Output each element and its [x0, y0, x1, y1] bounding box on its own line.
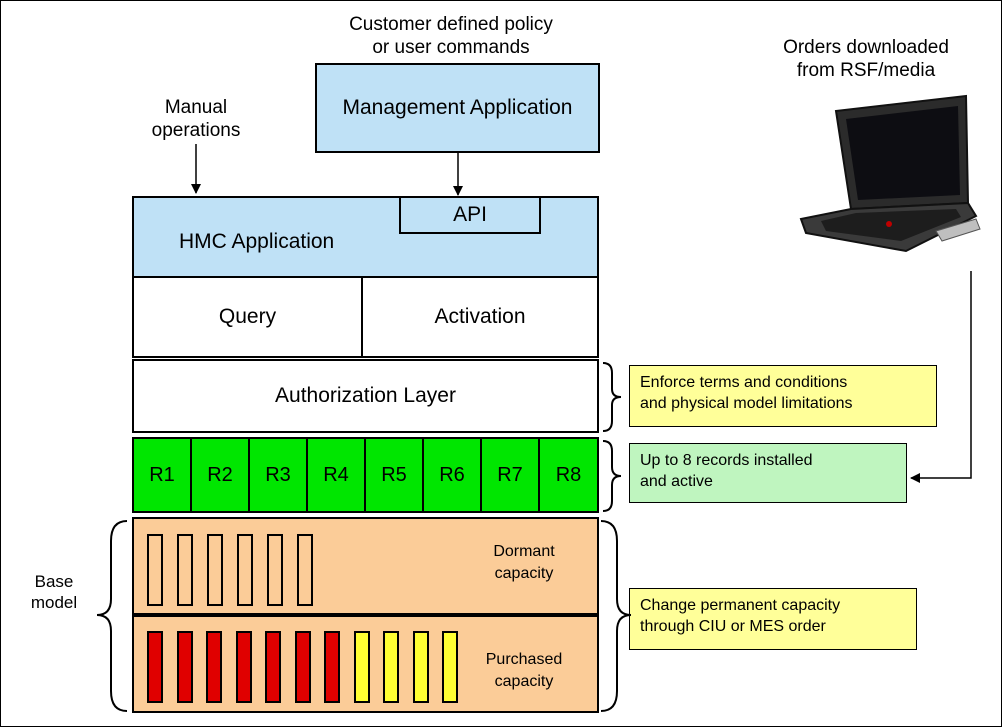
- purchased-capacity-label: Purchased capacity: [485, 651, 563, 690]
- purchased-red-bar: [235, 631, 252, 703]
- purchased-red-bar: [206, 631, 222, 703]
- dormant-capacity-bar: [147, 534, 163, 606]
- purchased-red-bar: [176, 631, 193, 703]
- dormant-capacity-label: Dormant capacity: [493, 543, 555, 582]
- dormant-capacity-bar: [177, 534, 193, 606]
- purchased-yellow-bar: [383, 631, 399, 703]
- authorization-brace: [602, 362, 622, 432]
- purchased-red-bar: [324, 631, 340, 703]
- orders-arrow: [910, 271, 972, 483]
- base-model-brace: [96, 520, 128, 712]
- management-application-box: Management Application: [315, 63, 600, 153]
- hmc-application-label: HMC Application: [179, 230, 335, 253]
- record-r3: R3: [250, 439, 308, 511]
- laptop-icon: [799, 94, 981, 253]
- record-r1: R1: [134, 439, 192, 511]
- records-installed-note: Up to 8 records installed and active: [629, 443, 907, 503]
- dormant-capacity-box: Dormant capacity: [132, 517, 599, 615]
- api-box: API: [399, 196, 541, 234]
- manual-operations-label: Manual operations: [151, 97, 241, 141]
- dormant-capacity-bar: [207, 534, 223, 606]
- activation-box: Activation: [361, 276, 599, 358]
- purchased-red-bar: [294, 631, 311, 703]
- enforce-terms-note: Enforce terms and conditions and physica…: [629, 365, 937, 427]
- change-capacity-note: Change permanent capacity through CIU or…: [629, 588, 917, 650]
- purchased-yellow-bar: [353, 631, 370, 703]
- orders-downloaded-label: Orders downloaded from RSF/media: [783, 37, 949, 81]
- purchased-red-bar: [265, 631, 281, 703]
- customer-policy-label: Customer defined policy or user commands: [349, 14, 553, 58]
- record-r7: R7: [482, 439, 540, 511]
- dormant-capacity-bar: [237, 534, 253, 606]
- dormant-capacity-bar: [267, 534, 283, 606]
- purchased-yellow-bar: [412, 631, 429, 703]
- record-r8: R8: [555, 463, 582, 486]
- capacity-right-brace: [600, 520, 632, 712]
- record-r6: R6: [424, 439, 482, 511]
- purchased-yellow-bar: [442, 631, 458, 703]
- dormant-capacity-bar: [297, 534, 313, 606]
- purchased-red-bar: [147, 631, 163, 703]
- authorization-layer-box: Authorization Layer: [132, 359, 599, 433]
- record-r5: R5: [366, 439, 424, 511]
- record-r2: R2: [192, 439, 250, 511]
- records-brace: [602, 440, 622, 512]
- record-r4: R4: [308, 439, 366, 511]
- base-model-label: Base model: [30, 572, 78, 612]
